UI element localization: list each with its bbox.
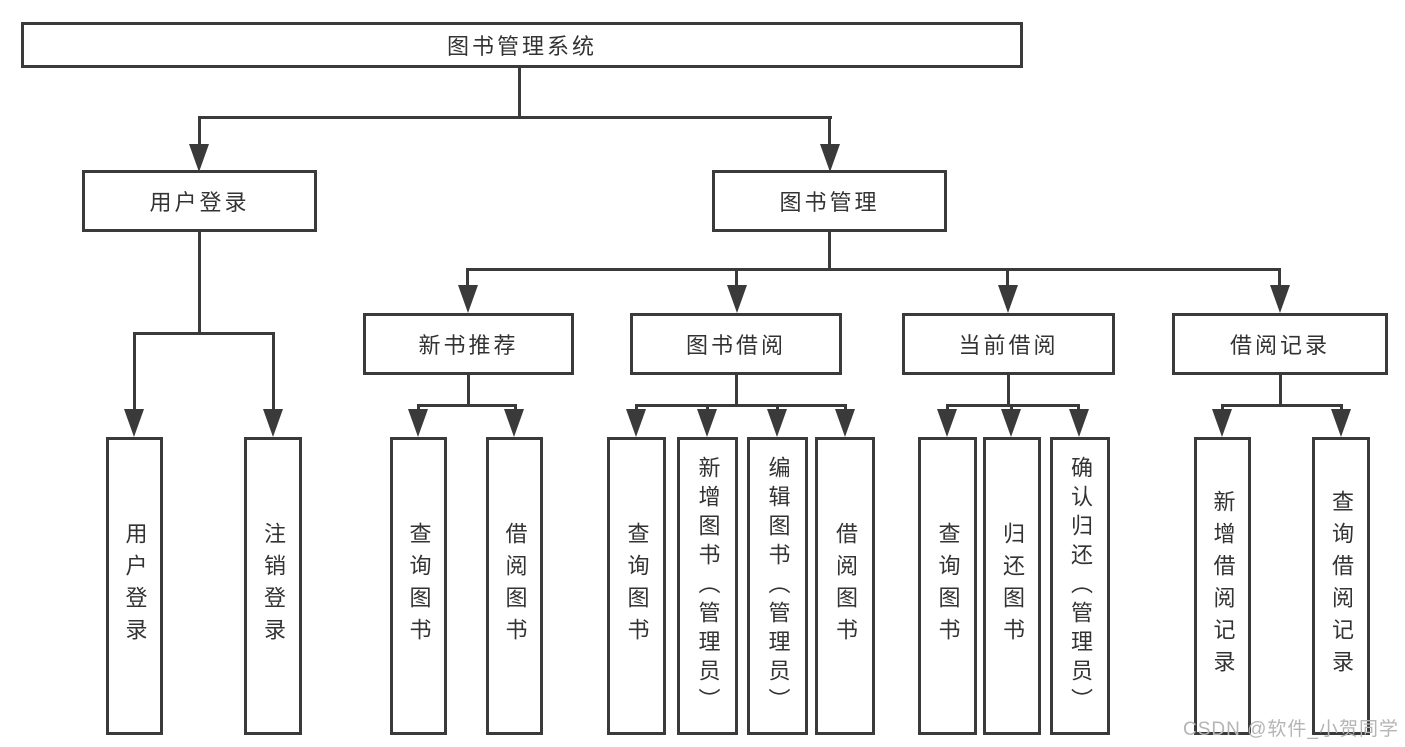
leaf-logout-label: 注销登录 <box>261 522 286 650</box>
arrow-to-leaf-return-books <box>1001 409 1021 437</box>
leaf-query-books-3-label: 查询图书 <box>935 522 961 650</box>
arrow-to-book-borrow <box>727 285 747 313</box>
leaf-query-books-2: 查询图书 <box>607 437 666 735</box>
connector-borrow-stem <box>735 270 738 288</box>
connector-borrow-rail <box>635 404 847 407</box>
leaf-edit-books-admin: 编辑图书（管理员） <box>747 437 808 735</box>
connector-leaf1-stem <box>133 334 136 412</box>
node-root-label: 图书管理系统 <box>446 34 597 59</box>
node-user-login-label: 用户登录 <box>149 190 250 215</box>
leaf-user-login: 用户登录 <box>106 437 163 735</box>
node-current-borrow: 当前借阅 <box>902 313 1115 375</box>
arrow-to-current-borrow <box>998 285 1018 313</box>
arrow-to-leaf-query-books-2 <box>626 409 646 437</box>
connector-root-rail <box>198 116 832 119</box>
node-current-borrow-label: 当前借阅 <box>958 333 1059 358</box>
leaf-add-books-admin-label: 新增图书（管理员） <box>695 455 721 717</box>
connector-current-rail <box>946 404 1080 407</box>
connector-record-rail <box>1221 404 1343 407</box>
leaf-query-books-3: 查询图书 <box>918 437 977 735</box>
node-root-library-system: 图书管理系统 <box>21 22 1023 68</box>
connector-book-mgmt-down <box>828 231 831 271</box>
arrow-to-leaf-borrow-books-1 <box>504 409 524 437</box>
leaf-edit-books-admin-label: 编辑图书（管理员） <box>765 455 791 717</box>
arrow-to-leaf-borrow-books-2 <box>835 409 855 437</box>
leaf-return-books-label: 归还图书 <box>1000 522 1025 650</box>
node-new-book-recommend: 新书推荐 <box>363 313 574 375</box>
node-borrow-record-label: 借阅记录 <box>1229 333 1330 358</box>
arrow-to-leaf-query-books-1 <box>408 409 428 437</box>
arrow-to-borrow-record <box>1270 285 1290 313</box>
connector-record-down <box>1279 373 1282 407</box>
connector-newbook-down <box>467 373 470 407</box>
arrow-to-leaf-add-books <box>697 409 717 437</box>
connector-book-mgmt-rail <box>466 268 1281 271</box>
arrow-to-leaf-edit-books <box>767 409 787 437</box>
arrow-to-leaf-query-books-3 <box>937 409 957 437</box>
leaf-logout: 注销登录 <box>244 437 302 735</box>
leaf-add-borrow-record: 新增借阅记录 <box>1194 437 1251 735</box>
arrow-to-user-login <box>189 144 209 172</box>
arrow-to-leaf-logout <box>263 409 283 437</box>
connector-record-stem <box>1278 270 1281 288</box>
leaf-query-borrow-record: 查询借阅记录 <box>1312 437 1370 735</box>
leaf-add-books-admin: 新增图书（管理员） <box>677 437 738 735</box>
leaf-query-books-1: 查询图书 <box>390 437 447 735</box>
node-book-management-label: 图书管理 <box>779 190 880 215</box>
leaf-add-borrow-record-label: 新增借阅记录 <box>1210 490 1236 682</box>
leaf-query-borrow-record-label: 查询借阅记录 <box>1329 490 1354 682</box>
connector-user-login-stem <box>198 118 201 148</box>
connector-current-stem <box>1006 270 1009 288</box>
leaf-borrow-books-1: 借阅图书 <box>486 437 543 735</box>
arrow-to-leaf-user-login <box>124 409 144 437</box>
leaf-borrow-books-1-label: 借阅图书 <box>502 522 528 650</box>
node-borrow-record: 借阅记录 <box>1172 313 1388 375</box>
csdn-watermark: CSDN @软件_小贺同学 <box>1183 719 1399 740</box>
leaf-borrow-books-2-label: 借阅图书 <box>833 522 858 650</box>
leaf-confirm-return-admin: 确认归还（管理员） <box>1050 437 1110 735</box>
node-new-book-recommend-label: 新书推荐 <box>418 333 519 358</box>
connector-leaf2-stem <box>272 334 275 412</box>
arrow-to-leaf-query-borrow-record <box>1331 409 1351 437</box>
leaf-query-books-1-label: 查询图书 <box>406 522 432 650</box>
arrow-to-new-book-recommend <box>458 285 478 313</box>
node-book-borrow-label: 图书借阅 <box>685 333 786 358</box>
arrow-to-leaf-add-borrow-record <box>1212 409 1232 437</box>
node-book-borrow: 图书借阅 <box>630 313 842 375</box>
connector-current-down <box>1007 373 1010 407</box>
arrow-to-book-management <box>820 144 840 172</box>
leaf-confirm-return-admin-label: 确认归还（管理员） <box>1068 455 1093 717</box>
leaf-borrow-books-2: 借阅图书 <box>815 437 875 735</box>
leaf-query-books-2-label: 查询图书 <box>624 522 650 650</box>
connector-borrow-down <box>735 373 738 407</box>
connector-newbook-rail <box>417 404 517 407</box>
connector-root-stem <box>518 67 521 117</box>
connector-newbook-stem <box>466 270 469 288</box>
leaf-return-books: 归还图书 <box>983 437 1041 735</box>
connector-book-mgmt-stem <box>828 118 831 148</box>
node-user-login: 用户登录 <box>82 170 317 232</box>
connector-user-login-rail <box>133 332 275 335</box>
leaf-user-login-label: 用户登录 <box>122 522 148 650</box>
arrow-to-leaf-confirm-return <box>1069 409 1089 437</box>
node-book-management: 图书管理 <box>712 170 947 232</box>
connector-user-login-down <box>198 231 201 335</box>
